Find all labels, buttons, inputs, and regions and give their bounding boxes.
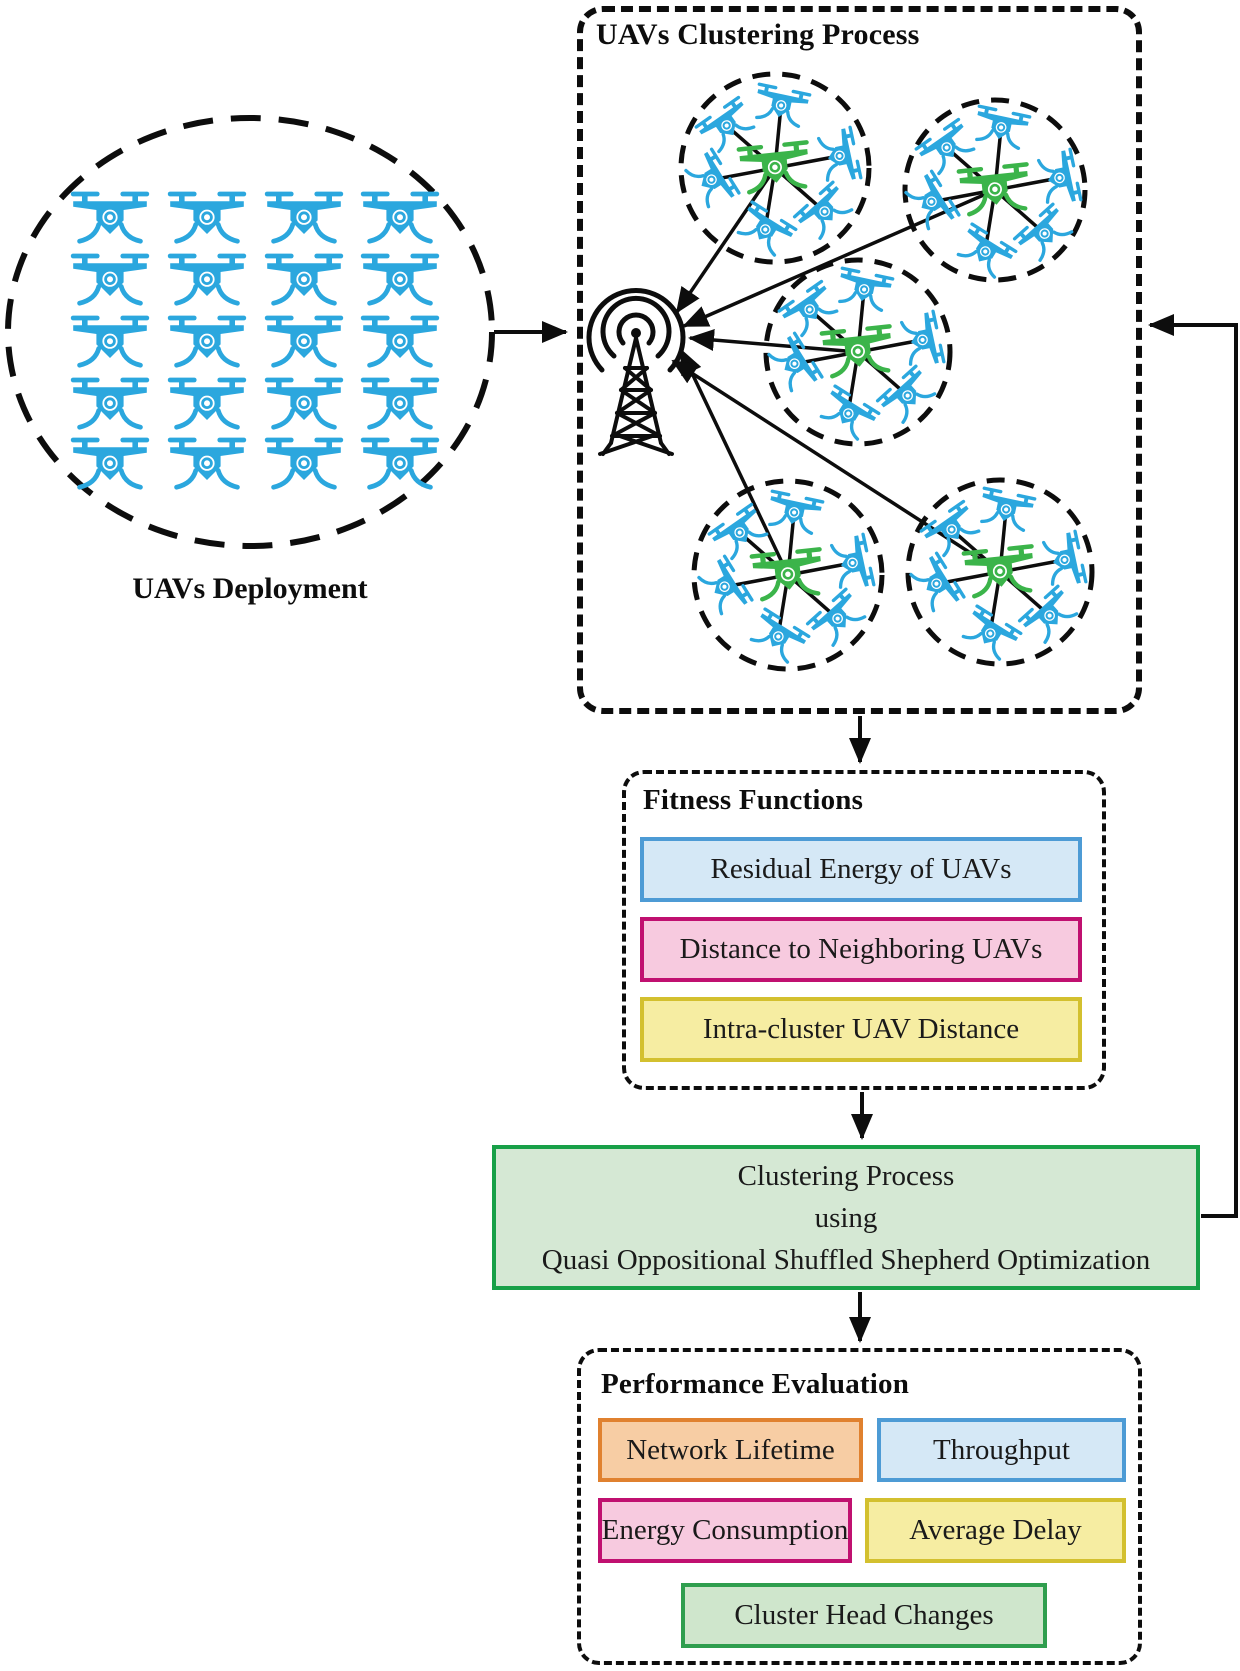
performance-evaluation-box <box>577 1348 1142 1665</box>
fitness-functions-title: Fitness Functions <box>643 784 864 816</box>
uav-drone-icon <box>168 378 246 428</box>
evaluation-item-throughput: Throughput <box>877 1418 1126 1482</box>
fitness-item-residual-energy: Residual Energy of UAVs <box>640 837 1082 902</box>
evaluation-item-label: Throughput <box>933 1433 1070 1466</box>
deployment-caption: UAVs Deployment <box>132 572 368 605</box>
evaluation-item-network-lifetime: Network Lifetime <box>598 1418 863 1482</box>
uav-drone-icon <box>361 316 439 366</box>
evaluation-item-label: Cluster Head Changes <box>734 1599 994 1631</box>
uav-drone-icon <box>71 192 149 242</box>
uav-drone-icon <box>265 192 343 242</box>
uav-drone-icon <box>361 254 439 304</box>
uav-drone-icon <box>71 316 149 366</box>
deployment-ellipse <box>5 115 495 549</box>
evaluation-item-energy-consumption: Energy Consumption <box>598 1498 852 1563</box>
uav-drone-icon <box>361 378 439 428</box>
process-line-1: Clustering Process <box>737 1159 955 1192</box>
uav-drone-icon <box>361 192 439 242</box>
uav-drone-icon <box>168 438 246 488</box>
deployment-uav-grid <box>71 192 439 488</box>
evaluation-item-average-delay: Average Delay <box>865 1498 1126 1563</box>
fitness-item-label: Intra-cluster UAV Distance <box>702 1013 1020 1045</box>
uav-drone-icon <box>168 192 246 242</box>
performance-evaluation-title: Performance Evaluation <box>601 1368 910 1400</box>
fitness-item-distance-neighboring: Distance to Neighboring UAVs <box>640 917 1082 982</box>
uav-drone-icon <box>265 438 343 488</box>
uav-drone-icon <box>265 254 343 304</box>
uav-drone-icon <box>71 254 149 304</box>
uav-drone-icon <box>265 316 343 366</box>
clustering-optimization-box: Clustering Process using Quasi Oppositio… <box>492 1145 1200 1290</box>
uav-drone-icon <box>361 438 439 488</box>
process-line-3: Quasi Oppositional Shuffled Shepherd Opt… <box>541 1243 1151 1276</box>
fitness-item-label: Residual Energy of UAVs <box>710 853 1012 885</box>
evaluation-item-cluster-head-changes: Cluster Head Changes <box>681 1583 1047 1648</box>
evaluation-item-label: Network Lifetime <box>626 1433 835 1466</box>
fitness-item-intra-cluster-distance: Intra-cluster UAV Distance <box>640 997 1082 1062</box>
clustering-process-box <box>577 6 1142 714</box>
uav-drone-icon <box>71 378 149 428</box>
process-line-2: using <box>814 1201 878 1234</box>
clustering-process-title: UAVs Clustering Process <box>596 18 920 51</box>
evaluation-item-label: Average Delay <box>909 1514 1082 1546</box>
uav-drone-icon <box>168 316 246 366</box>
uav-drone-icon <box>71 438 149 488</box>
fitness-item-label: Distance to Neighboring UAVs <box>679 933 1043 965</box>
arrow-feedback-to-clustering <box>1148 314 1238 1218</box>
uav-drone-icon <box>168 254 246 304</box>
fitness-functions-box <box>622 770 1106 1090</box>
evaluation-item-label: Energy Consumption <box>601 1514 849 1546</box>
uav-drone-icon <box>265 378 343 428</box>
